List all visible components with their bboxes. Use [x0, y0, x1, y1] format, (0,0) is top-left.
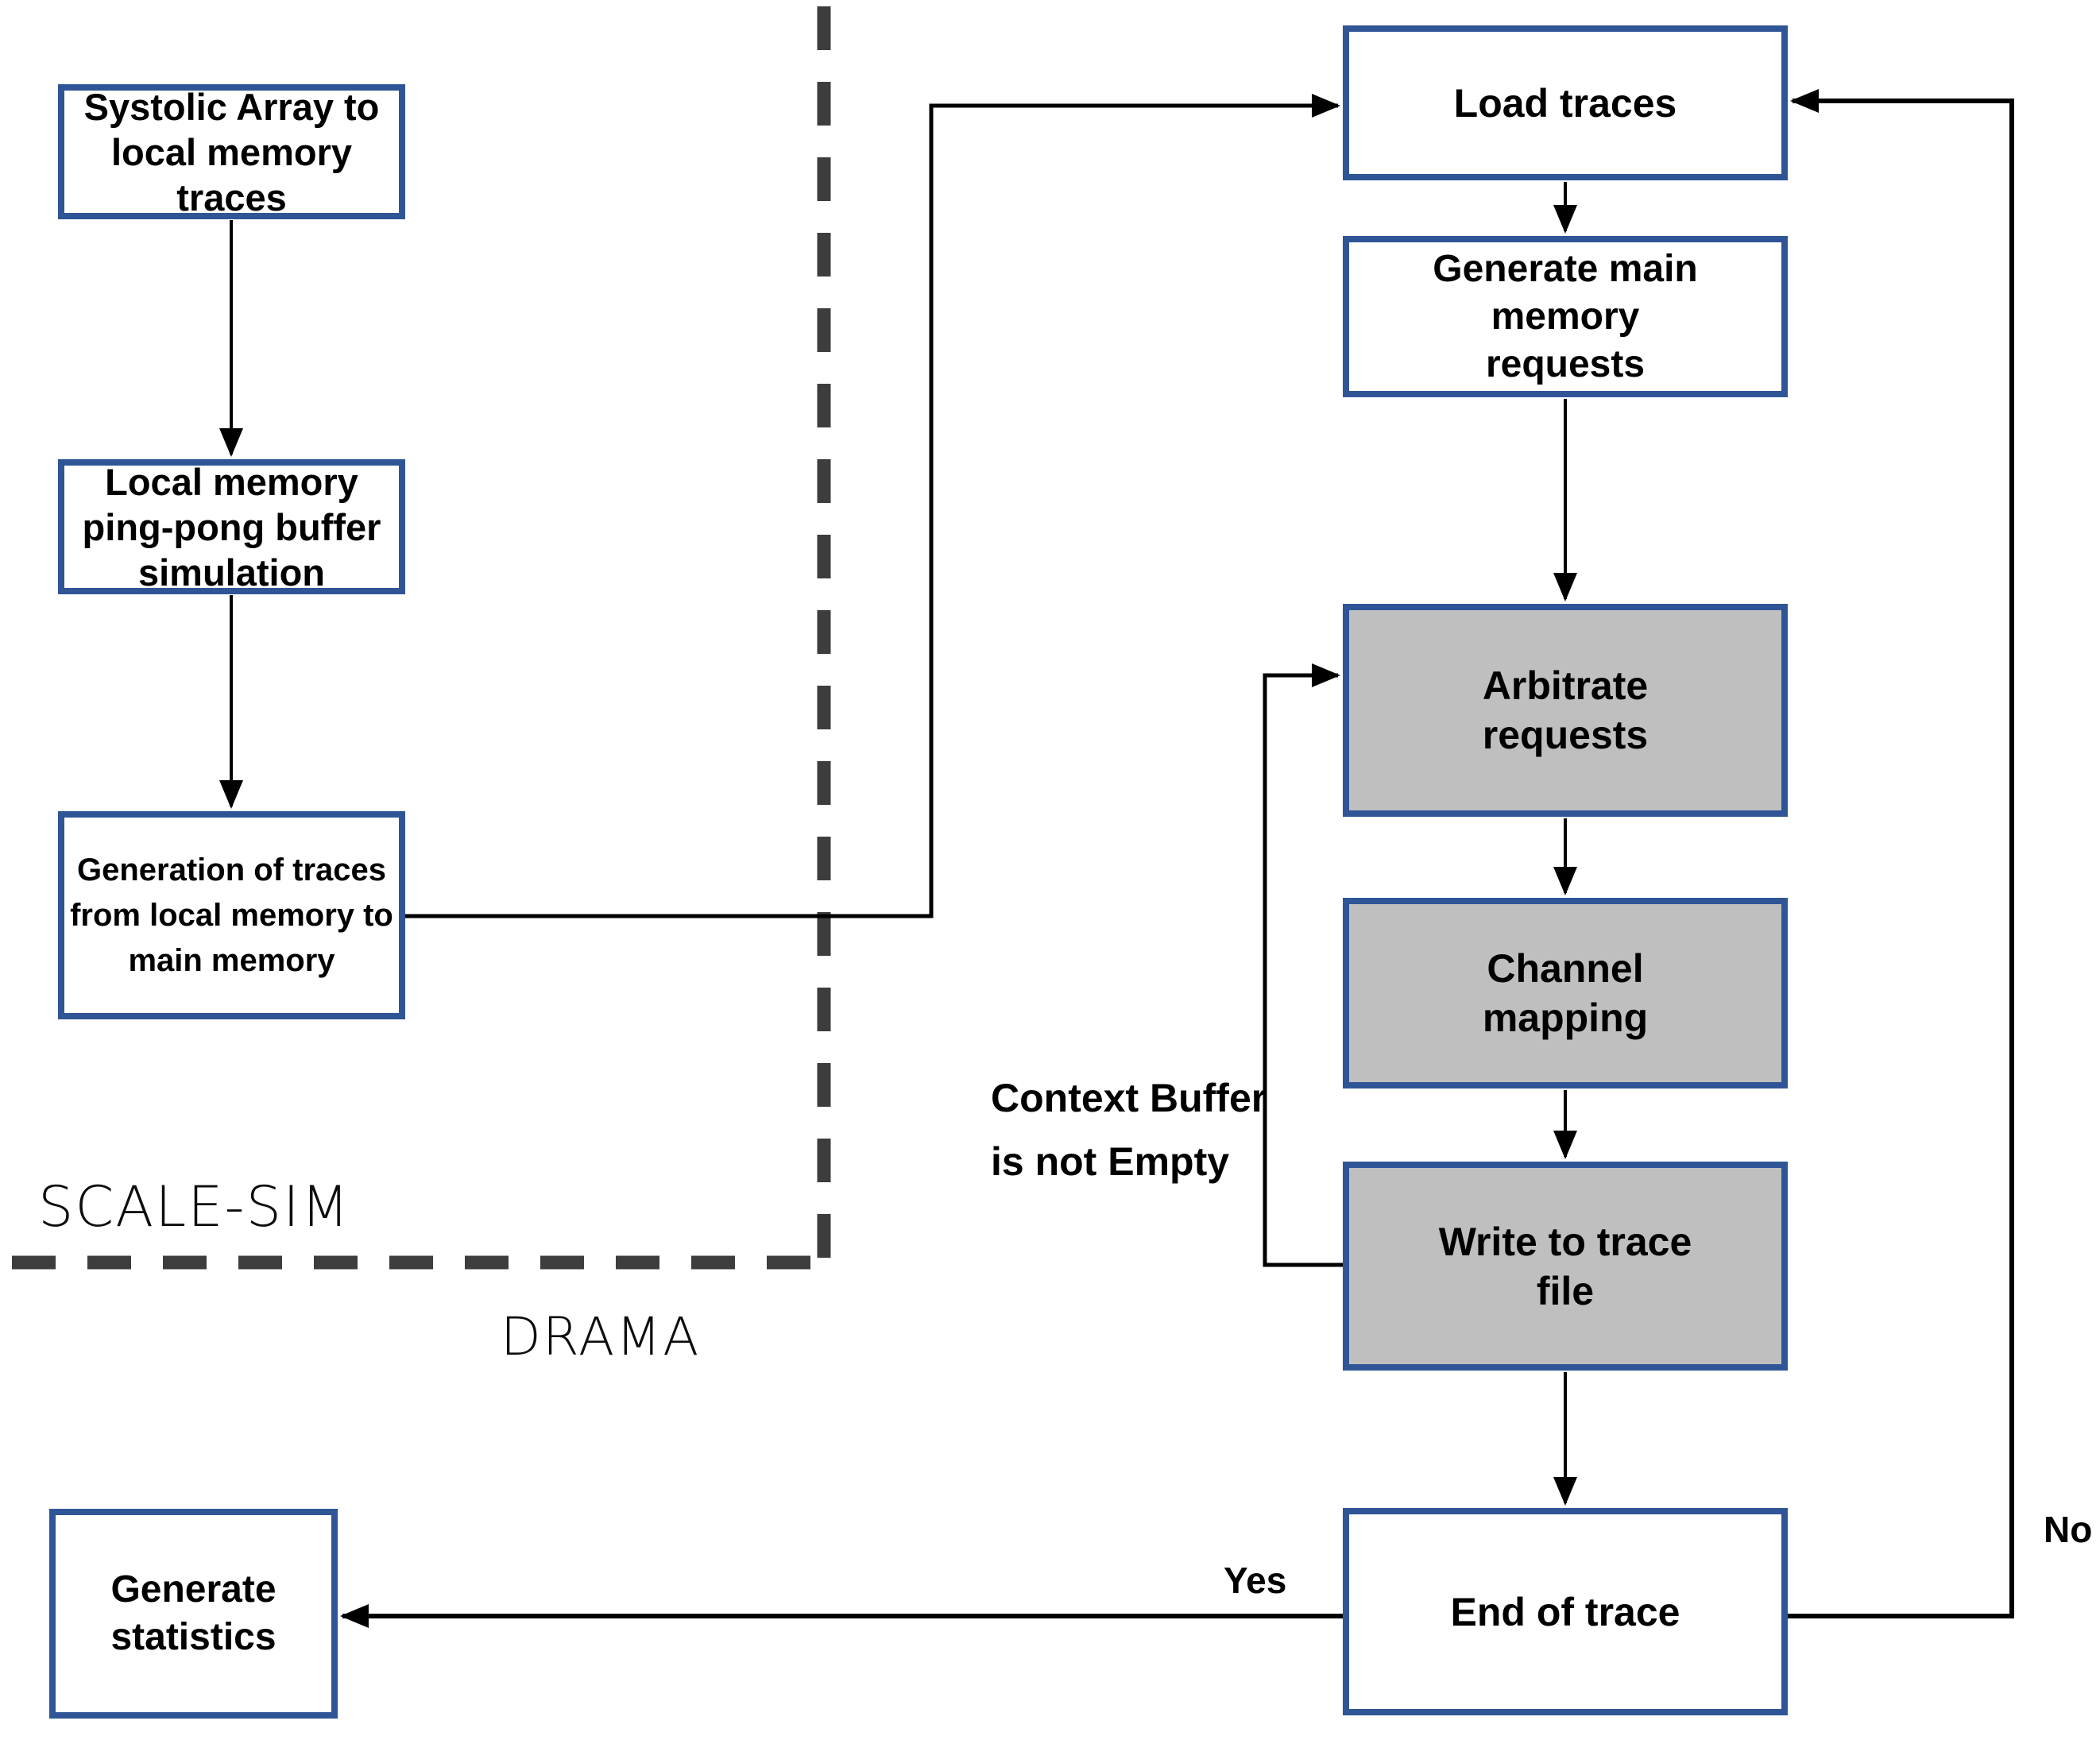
box-load-traces: Load traces: [1343, 25, 1788, 180]
arrow-no-end-to-load: [1788, 89, 2014, 1618]
box-generate-main-memory-requests: Generate main memory requests: [1343, 236, 1788, 397]
arrow-write-loop-to-arbitrate: [1263, 663, 1343, 1267]
edge-label-no: No: [2044, 1509, 2093, 1550]
box-pingpong-buffer-simulation: Local memory ping-pong buffer simulation: [58, 459, 405, 594]
box-arbitrate-requests: Arbitrate requests: [1343, 604, 1788, 817]
edge-label-context-buffer-not-empty: Context Buffer is not Empty: [991, 1076, 1267, 1184]
edge-label-yes: Yes: [1224, 1560, 1287, 1601]
region-label-scale-sim: SCALE-SIM: [38, 1174, 351, 1239]
arrow-tracegen-to-load: [405, 94, 1340, 918]
box-write-to-trace-file: Write to trace file: [1343, 1162, 1788, 1371]
region-label-drama: DRAMA: [501, 1306, 701, 1367]
box-channel-mapping: Channel mapping: [1343, 898, 1788, 1088]
box-end-of-trace: End of trace: [1343, 1508, 1788, 1715]
box-generate-statistics: Generate statistics: [49, 1509, 338, 1719]
box-trace-generation: Generation of traces from local memory t…: [58, 811, 405, 1019]
box-systolic-array-traces: Systolic Array to local memory traces: [58, 84, 405, 219]
